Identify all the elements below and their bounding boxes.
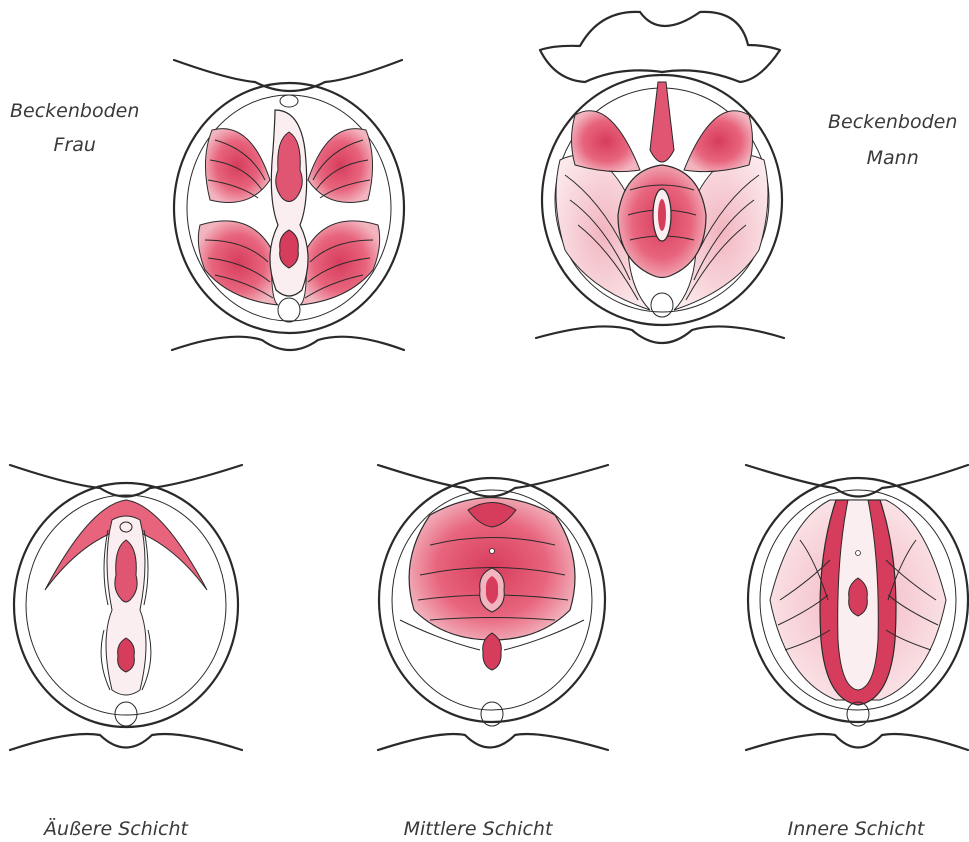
- female-left-lower-muscle: [198, 221, 278, 305]
- inner-hip-contour-top: [746, 465, 968, 497]
- male-upper-left-muscle: [572, 111, 641, 172]
- middle-vagina-inner: [486, 576, 498, 604]
- outer-hip-contour-top: [10, 465, 242, 497]
- middle-hip-contour-bottom: [378, 734, 608, 750]
- outer-anus: [118, 638, 135, 672]
- female-anus: [280, 230, 299, 268]
- middle-urethra: [490, 549, 495, 554]
- inner-hip-contour-bottom: [746, 734, 968, 750]
- middle-layer-figure: [378, 465, 608, 750]
- female-pubic-bone: [280, 95, 298, 107]
- male-upper-right-muscle: [684, 111, 753, 172]
- inner-layer-figure: [746, 465, 968, 750]
- male-coccyx: [651, 293, 673, 317]
- middle-anus: [483, 633, 502, 670]
- outer-layer-figure: [10, 465, 242, 750]
- male-penile-bulb: [650, 82, 674, 162]
- inner-anus: [849, 578, 868, 616]
- inner-urethra: [856, 551, 861, 556]
- female-hip-contour-top: [174, 60, 402, 91]
- middle-hip-contour-top: [378, 465, 608, 497]
- female-hip-contour-bottom: [172, 337, 404, 350]
- male-pelvic-floor-figure: [536, 12, 784, 343]
- male-pubic-contour: [540, 12, 780, 82]
- male-anus-center: [658, 199, 666, 231]
- outer-vagina-opening: [115, 540, 137, 602]
- outer-hip-contour-bottom: [10, 734, 242, 750]
- female-right-lower-muscle: [300, 221, 380, 305]
- female-pelvic-floor-figure: [172, 60, 404, 350]
- female-coccyx: [278, 298, 300, 322]
- outer-coccyx: [115, 702, 137, 726]
- male-hip-contour-bottom: [536, 326, 784, 343]
